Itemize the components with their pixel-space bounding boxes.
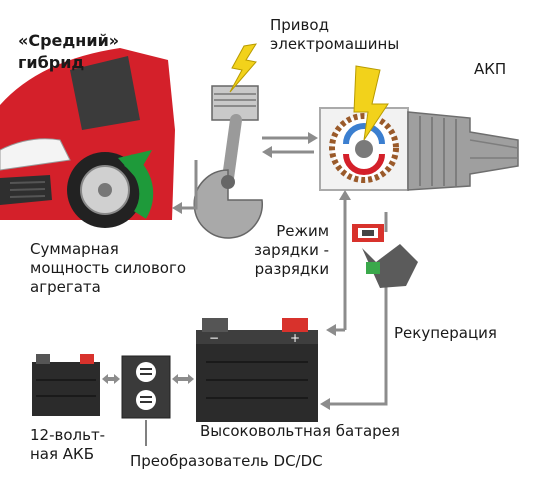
mode-label-line-3: разрядки bbox=[254, 260, 330, 278]
low-voltage-battery-label: 12-воль­т- ная АКБ bbox=[30, 426, 105, 464]
low-battery-label-line-2: ная АКБ bbox=[30, 445, 94, 463]
wheel-arrow-icon bbox=[118, 150, 154, 219]
low-battery-label-line-1: 12-воль­т- bbox=[30, 426, 106, 444]
converter-label: Преобразователь DC/DC bbox=[130, 452, 323, 470]
gearbox-label: АКП bbox=[474, 60, 507, 78]
flow-arrows bbox=[178, 136, 388, 406]
piston-icon bbox=[193, 85, 263, 239]
gearbox-icon bbox=[407, 111, 519, 191]
pedal-icon bbox=[352, 224, 418, 288]
motor-label: Привод электромашины bbox=[270, 16, 399, 54]
battery-icon: − + bbox=[196, 318, 318, 422]
power-label-line-2: мощность силового bbox=[30, 259, 187, 277]
motor-label-line-1: Привод bbox=[270, 16, 329, 34]
lightning-icon bbox=[353, 65, 389, 141]
mode-label: Режим зарядки - разрядки bbox=[254, 222, 329, 279]
motor-label-line-2: электромашины bbox=[270, 35, 400, 53]
electric-motor-icon bbox=[319, 107, 409, 191]
mode-label-line-1: Режим bbox=[276, 222, 330, 240]
diagram-title: «Средний» гибрид bbox=[18, 30, 119, 74]
converter-icon bbox=[121, 355, 171, 419]
hv-battery-label: Высоковольтная батарея bbox=[200, 422, 400, 440]
recuperation-label: Рекуперация bbox=[394, 324, 497, 342]
power-label: Суммарная мощность силового агрегата bbox=[30, 240, 186, 297]
connector-arrows bbox=[102, 374, 194, 384]
title-line-2: гибрид bbox=[18, 53, 85, 72]
mode-label-line-2: зарядки - bbox=[254, 241, 330, 259]
lightning-icon bbox=[229, 43, 258, 93]
title-line-1: «Средний» bbox=[18, 31, 120, 50]
svg-text:−: − bbox=[209, 331, 219, 345]
battery-icon bbox=[32, 354, 100, 416]
wheel-icon bbox=[67, 152, 143, 228]
arrow-heads bbox=[172, 132, 351, 410]
power-label-line-1: Суммарная bbox=[30, 240, 119, 258]
power-label-line-3: агрегата bbox=[30, 278, 101, 296]
svg-text:+: + bbox=[290, 331, 300, 345]
